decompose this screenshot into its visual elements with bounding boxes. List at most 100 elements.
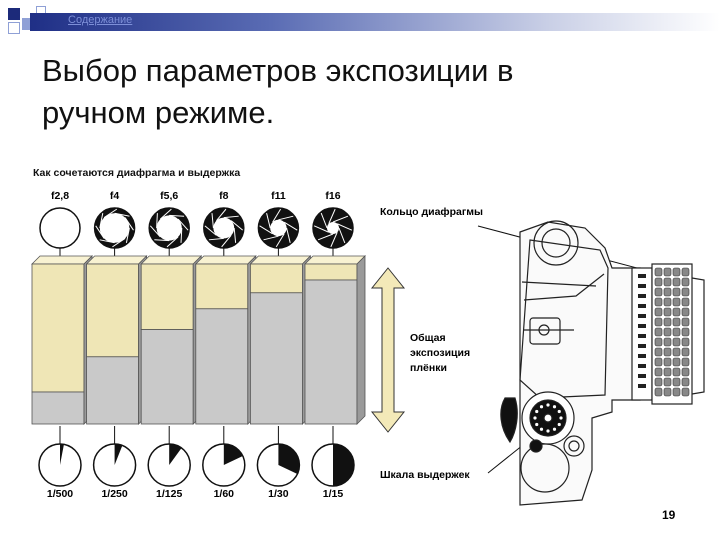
time-block-2 bbox=[86, 356, 139, 425]
knurl-1-0 bbox=[654, 277, 663, 287]
shutter-label-3: 1/125 bbox=[156, 488, 182, 500]
aperture-icon-6 bbox=[312, 207, 354, 249]
dial-tick-2 bbox=[557, 422, 561, 427]
knurl-12-3 bbox=[681, 387, 690, 397]
knurl-5-1 bbox=[663, 317, 672, 327]
knurl-9-0 bbox=[654, 357, 663, 367]
page-number: 19 bbox=[662, 508, 676, 522]
light-block-4 bbox=[195, 263, 249, 310]
dial-tick-12 bbox=[557, 409, 561, 414]
time-block-3 bbox=[140, 329, 194, 425]
slide-title: Выбор параметров экспозиции в ручном реж… bbox=[42, 50, 682, 134]
aperture-label-2: f4 bbox=[110, 190, 119, 202]
aperture-icon-2 bbox=[93, 207, 136, 249]
dial-tick-1 bbox=[559, 416, 563, 420]
knurl-11-1 bbox=[663, 377, 672, 387]
ring-mark-8 bbox=[638, 344, 646, 348]
time-block-5 bbox=[249, 292, 303, 425]
knurl-8-2 bbox=[672, 347, 681, 357]
dial-tick-10 bbox=[546, 403, 550, 407]
ring-mark-10 bbox=[638, 364, 646, 368]
shutter-icon-5 bbox=[256, 443, 301, 487]
knurl-3-1 bbox=[663, 297, 672, 307]
time-block-1 bbox=[31, 391, 85, 425]
exposure-label-1: Общая bbox=[410, 332, 446, 344]
aperture-icon-5 bbox=[257, 207, 300, 249]
shutter-label-1: 1/500 bbox=[47, 488, 73, 500]
knurl-6-1 bbox=[663, 327, 672, 337]
block-top-6 bbox=[304, 255, 366, 265]
header-bar bbox=[30, 13, 720, 31]
knurl-12-1 bbox=[663, 387, 672, 397]
knurl-6-3 bbox=[681, 327, 690, 337]
knurl-7-1 bbox=[663, 337, 672, 347]
ring-mark-1 bbox=[638, 274, 646, 278]
knurl-1-3 bbox=[681, 277, 690, 287]
block-top-3 bbox=[140, 255, 203, 265]
aperture-label-1: f2,8 bbox=[51, 190, 69, 202]
knurl-8-0 bbox=[654, 347, 663, 357]
ring-mark-11 bbox=[638, 374, 646, 378]
time-block-4 bbox=[195, 308, 249, 425]
knurl-10-1 bbox=[663, 367, 672, 377]
knurl-7-0 bbox=[654, 337, 663, 347]
aperture-label-4: f8 bbox=[219, 190, 228, 202]
dial-tick-11 bbox=[552, 405, 557, 409]
dial-tick-8 bbox=[535, 409, 539, 414]
knurl-1-1 bbox=[663, 277, 672, 287]
knurl-8-3 bbox=[681, 347, 690, 357]
shutter-label-6: 1/15 bbox=[323, 488, 344, 500]
ring-mark-6 bbox=[638, 324, 646, 328]
lens-grip-knurling bbox=[654, 267, 690, 397]
knurl-0-3 bbox=[681, 267, 690, 277]
knurl-3-0 bbox=[654, 297, 663, 307]
exposure-columns: f2,81/500f41/250f5,61/125f81/60f111/30f1… bbox=[31, 190, 366, 500]
block-top-1 bbox=[31, 255, 93, 265]
knurl-12-2 bbox=[672, 387, 681, 397]
dial-tick-9 bbox=[539, 405, 544, 409]
knurl-5-3 bbox=[681, 317, 690, 327]
exposure-label-3: плёнки bbox=[410, 362, 447, 374]
block-top-5 bbox=[249, 255, 312, 265]
knurl-5-0 bbox=[654, 317, 663, 327]
knurl-11-3 bbox=[681, 377, 690, 387]
knurl-7-3 bbox=[681, 337, 690, 347]
dial-tick-6 bbox=[535, 422, 539, 427]
light-block-6 bbox=[304, 263, 358, 281]
knurl-12-0 bbox=[654, 387, 663, 397]
aperture-icon-3 bbox=[148, 207, 190, 249]
aperture-icon-4 bbox=[203, 207, 245, 249]
shutter-icon-6 bbox=[311, 443, 355, 487]
ring-mark-4 bbox=[638, 304, 646, 308]
aperture-ring-label: Кольцо диафрагмы bbox=[380, 206, 483, 218]
shutter-label-5: 1/30 bbox=[268, 488, 289, 500]
knurl-7-2 bbox=[672, 337, 681, 347]
exposure-arrow bbox=[370, 267, 406, 433]
ring-mark-7 bbox=[638, 334, 646, 338]
light-block-1 bbox=[31, 263, 85, 393]
knurl-8-1 bbox=[663, 347, 672, 357]
ring-mark-3 bbox=[638, 294, 646, 298]
knurl-11-2 bbox=[672, 377, 681, 387]
shutter-dial-label: Шкала выдержек bbox=[380, 469, 470, 481]
shutter-icon-4 bbox=[202, 443, 246, 487]
shutter-icon-3 bbox=[147, 443, 191, 487]
title-line-2: ручном режиме. bbox=[42, 95, 275, 130]
aperture-label-5: f11 bbox=[271, 190, 286, 202]
knurl-2-3 bbox=[681, 287, 690, 297]
block-side-6 bbox=[356, 255, 366, 425]
knurl-9-2 bbox=[672, 357, 681, 367]
aperture-label-6: f16 bbox=[325, 190, 340, 202]
knurl-6-0 bbox=[654, 327, 663, 337]
shutter-label-2: 1/250 bbox=[101, 488, 127, 500]
dial-tick-3 bbox=[552, 427, 557, 431]
knurl-0-2 bbox=[672, 267, 681, 277]
shutter-label-4: 1/60 bbox=[214, 488, 235, 500]
knurl-2-0 bbox=[654, 287, 663, 297]
contents-link[interactable]: Содержание bbox=[68, 14, 133, 26]
figure-caption: Как сочетаются диафрагма и выдержка bbox=[33, 167, 240, 179]
exposure-label-2: экспозиция bbox=[410, 347, 470, 359]
shutter-icon-1 bbox=[38, 443, 82, 487]
knurl-4-0 bbox=[654, 307, 663, 317]
